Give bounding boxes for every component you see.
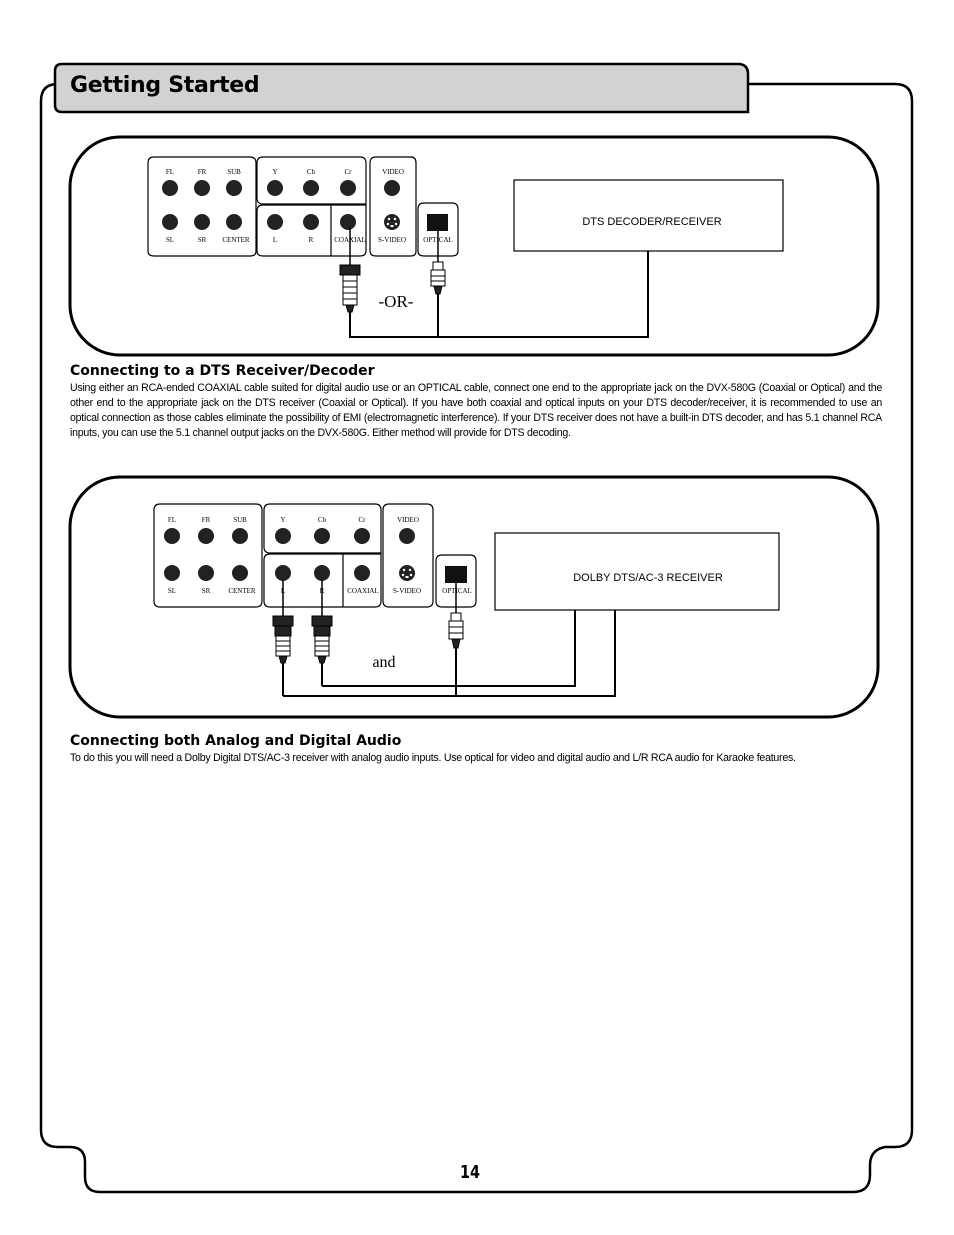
svideo-icon: [399, 565, 415, 581]
section2-body: To do this you will need a Dolby Digital…: [70, 752, 796, 764]
label-sr: SR: [198, 236, 207, 244]
jack-video: [384, 180, 400, 196]
jack-coaxial: [354, 565, 370, 581]
receiver-wiring: [283, 610, 616, 697]
jack-fr: [194, 180, 210, 196]
dts-receiver-box: [513, 179, 784, 252]
label-optical: OPTICAL: [442, 587, 472, 595]
page-title: Getting Started: [70, 73, 260, 98]
jack-sr: [194, 214, 210, 230]
page-number: 14: [460, 1162, 481, 1183]
and-connector-label: and: [372, 654, 395, 671]
jack-y: [275, 528, 291, 544]
label-sub: SUB: [227, 168, 241, 176]
jack-video: [399, 528, 415, 544]
jack-sub: [226, 180, 242, 196]
jack-sl: [162, 214, 178, 230]
section1-heading: Connecting to a DTS Receiver/Decoder: [70, 363, 375, 379]
jack-fr: [198, 528, 214, 544]
label-fl: FL: [168, 516, 176, 524]
coaxial-cable: [339, 228, 649, 338]
optical-cable: [448, 583, 464, 696]
optical-port-icon: [427, 214, 448, 231]
rca-cable-left: [272, 580, 294, 696]
label-video: VIDEO: [397, 516, 419, 524]
label-cr: Cr: [359, 516, 367, 524]
dts-receiver-label: DTS DECODER/RECEIVER: [582, 216, 721, 228]
label-center: CENTER: [228, 587, 256, 595]
dolby-receiver-label: DOLBY DTS/AC-3 RECEIVER: [573, 572, 723, 584]
section1-body: Using either an RCA-ended COAXIAL cable …: [70, 382, 882, 439]
jack-cb: [303, 180, 319, 196]
label-center: CENTER: [222, 236, 250, 244]
label-fr: FR: [202, 516, 211, 524]
jack-sr: [198, 565, 214, 581]
label-r: R: [309, 236, 314, 244]
label-svideo: S-VIDEO: [393, 587, 421, 595]
jack-l: [275, 565, 291, 581]
label-sl: SL: [168, 587, 176, 595]
optical-cable: [430, 231, 446, 337]
jack-fl: [164, 528, 180, 544]
label-sub: SUB: [233, 516, 247, 524]
label-y: Y: [272, 168, 277, 176]
section2-heading: Connecting both Analog and Digital Audio: [70, 733, 402, 749]
jack-l: [267, 214, 283, 230]
jack-cb: [314, 528, 330, 544]
jack-sl: [164, 565, 180, 581]
jack-fl: [162, 180, 178, 196]
jack-cr: [354, 528, 370, 544]
or-connector-label: -OR-: [379, 292, 414, 311]
jack-center: [232, 565, 248, 581]
label-svideo: S-VIDEO: [378, 236, 406, 244]
dolby-receiver-box: [494, 532, 780, 611]
jack-y: [267, 180, 283, 196]
label-fr: FR: [198, 168, 207, 176]
jack-cr: [340, 180, 356, 196]
label-sl: SL: [166, 236, 174, 244]
label-cb: Cb: [307, 168, 316, 176]
label-cr: Cr: [345, 168, 353, 176]
svideo-icon: [384, 214, 400, 230]
label-video: VIDEO: [382, 168, 404, 176]
label-y: Y: [280, 516, 285, 524]
label-cb: Cb: [318, 516, 327, 524]
jack-sub: [232, 528, 248, 544]
label-sr: SR: [202, 587, 211, 595]
label-coaxial: COAXIAL: [347, 587, 379, 595]
jack-r: [314, 565, 330, 581]
optical-port-icon: [445, 566, 467, 583]
jack-center: [226, 214, 242, 230]
label-fl: FL: [166, 168, 174, 176]
jack-r: [303, 214, 319, 230]
label-l: L: [273, 236, 277, 244]
jack-coaxial: [340, 214, 356, 230]
rca-cable-right: [311, 580, 333, 686]
